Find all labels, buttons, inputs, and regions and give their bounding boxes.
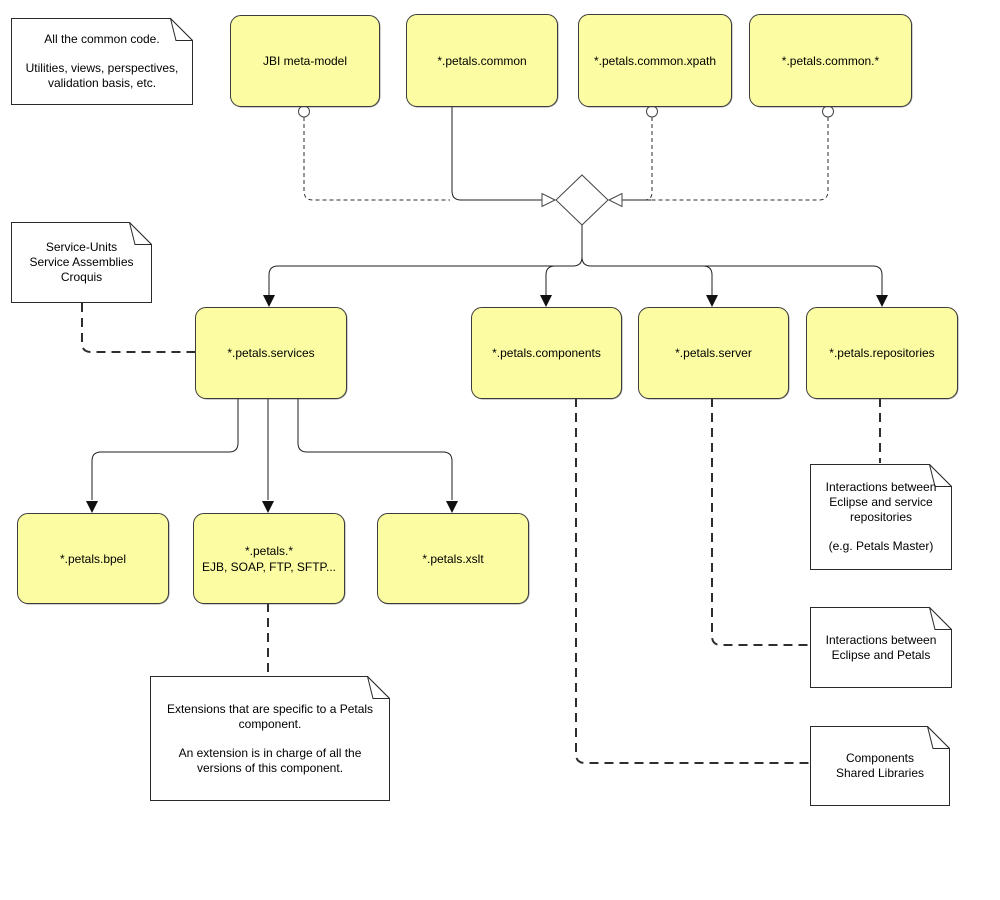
note-extensions: Extensions that are specific to a Petals…: [150, 676, 390, 801]
package-label: *.petals.repositories: [829, 346, 935, 360]
connector-server-note: [711, 398, 809, 646]
package-petals-common-star: *.petals.common.*: [749, 14, 912, 107]
note-line: component.: [238, 716, 302, 731]
note-shape: [810, 726, 950, 806]
package-jbi-meta-model: JBI meta-model: [230, 15, 380, 107]
arrowhead-petalsstar: [262, 501, 274, 513]
note-line: Components: [845, 751, 915, 765]
arrowhead-components: [540, 295, 552, 307]
package-label: *.petals.common: [437, 53, 527, 68]
open-arrowhead-left: [541, 192, 557, 208]
note-line: Utilities, views, perspectives,: [25, 61, 179, 75]
note-line: (e.g. Petals Master): [828, 539, 934, 553]
package-label: *.petals.components: [492, 346, 601, 360]
connector-merge-to-repositories: [581, 256, 883, 295]
note-line: Interactions between: [825, 632, 937, 647]
note-line: Extensions that are specific to a Petals: [166, 701, 374, 716]
note-line: An extension is in charge of all the: [178, 745, 362, 760]
note-line: Eclipse and service: [829, 495, 933, 509]
package-petals-repositories: *.petals.repositories: [806, 307, 958, 399]
note-text: Interactions between Eclipse and Petals: [810, 607, 952, 688]
note-service-units: Service-Units Service Assemblies Croquis: [11, 222, 152, 303]
arrowhead-server: [706, 295, 718, 307]
package-petals-xslt: *.petals.xslt: [377, 513, 529, 604]
note-line: versions of this component.: [196, 760, 344, 775]
note-shape: [810, 607, 952, 688]
package-petals-common: *.petals.common: [406, 14, 558, 107]
merge-diamond: [555, 174, 609, 226]
package-label: *.petals.services: [227, 346, 315, 360]
note-shape: [11, 222, 152, 303]
connector-serviceunits-note: [81, 303, 195, 353]
arrowhead-xslt: [446, 501, 458, 513]
package-label: *.petals.server: [675, 346, 752, 360]
arrowhead-repositories: [876, 295, 888, 307]
package-petals-star: *.petals.* EJB, SOAP, FTP, SFTP...: [193, 513, 345, 604]
connector-jbi-to-merge: [303, 117, 450, 201]
note-repo-interactions: Interactions between Eclipse and service…: [810, 464, 952, 570]
package-label: JBI meta-model: [262, 54, 348, 68]
note-text: All the common code. Utilities, views, p…: [11, 18, 193, 105]
package-label: *.petals.common.*: [781, 53, 880, 68]
package-label: *.petals.xslt: [422, 551, 484, 566]
note-components-shared: Components Shared Libraries: [810, 726, 950, 806]
note-all-common-code: All the common code. Utilities, views, p…: [11, 18, 193, 105]
package-label: *.petals.bpel: [59, 551, 127, 566]
note-line: Service Assemblies: [29, 255, 134, 269]
package-petals-services: *.petals.services: [195, 307, 347, 399]
note-line: validation basis, etc.: [47, 76, 157, 90]
note-text: Components Shared Libraries: [810, 726, 950, 806]
connector-commonstar-to-merge: [651, 117, 829, 201]
note-text: Extensions that are specific to a Petals…: [150, 676, 390, 801]
note-text: Interactions between Eclipse and service…: [810, 464, 952, 570]
note-shape: [11, 18, 193, 105]
connector-merge-to-components: [545, 265, 556, 295]
note-shape: [810, 464, 952, 570]
note-line: Interactions between: [825, 480, 937, 494]
interface-lollipop-commonstar: [822, 105, 834, 118]
interface-lollipop-jbi: [298, 105, 310, 118]
package-petals-bpel: *.petals.bpel: [17, 513, 169, 604]
connector-components-note: [575, 398, 809, 764]
note-line: All the common code.: [44, 32, 160, 46]
connector-merge-to-server: [702, 265, 713, 295]
connector-common-to-merge: [451, 107, 542, 201]
arrowhead-services: [263, 295, 275, 307]
connector-merge-to-services: [268, 225, 583, 295]
note-line: Shared Libraries: [835, 766, 925, 780]
package-petals-common-xpath: *.petals.common.xpath: [578, 14, 732, 107]
note-text: Service-Units Service Assemblies Croquis: [11, 222, 152, 303]
package-petals-components: *.petals.components: [471, 307, 622, 399]
package-petals-server: *.petals.server: [638, 307, 789, 399]
note-line: Eclipse and Petals: [831, 647, 931, 662]
package-sublabel: EJB, SOAP, FTP, SFTP...: [201, 559, 337, 574]
arrowhead-bpel: [86, 501, 98, 513]
package-label: *.petals.common.xpath: [593, 53, 717, 68]
note-line: Croquis: [60, 270, 103, 284]
note-petals-interactions: Interactions between Eclipse and Petals: [810, 607, 952, 688]
connector-xpath-to-merge: [644, 117, 653, 201]
open-arrowhead-right: [607, 192, 623, 208]
connector-services-to-xslt: [297, 397, 453, 500]
connector-services-to-bpel: [91, 397, 239, 500]
note-shape: [150, 676, 390, 801]
package-label: *.petals.*: [244, 543, 294, 558]
interface-lollipop-xpath: [646, 105, 658, 118]
note-line: repositories: [849, 510, 913, 524]
note-line: Service-Units: [45, 240, 118, 254]
